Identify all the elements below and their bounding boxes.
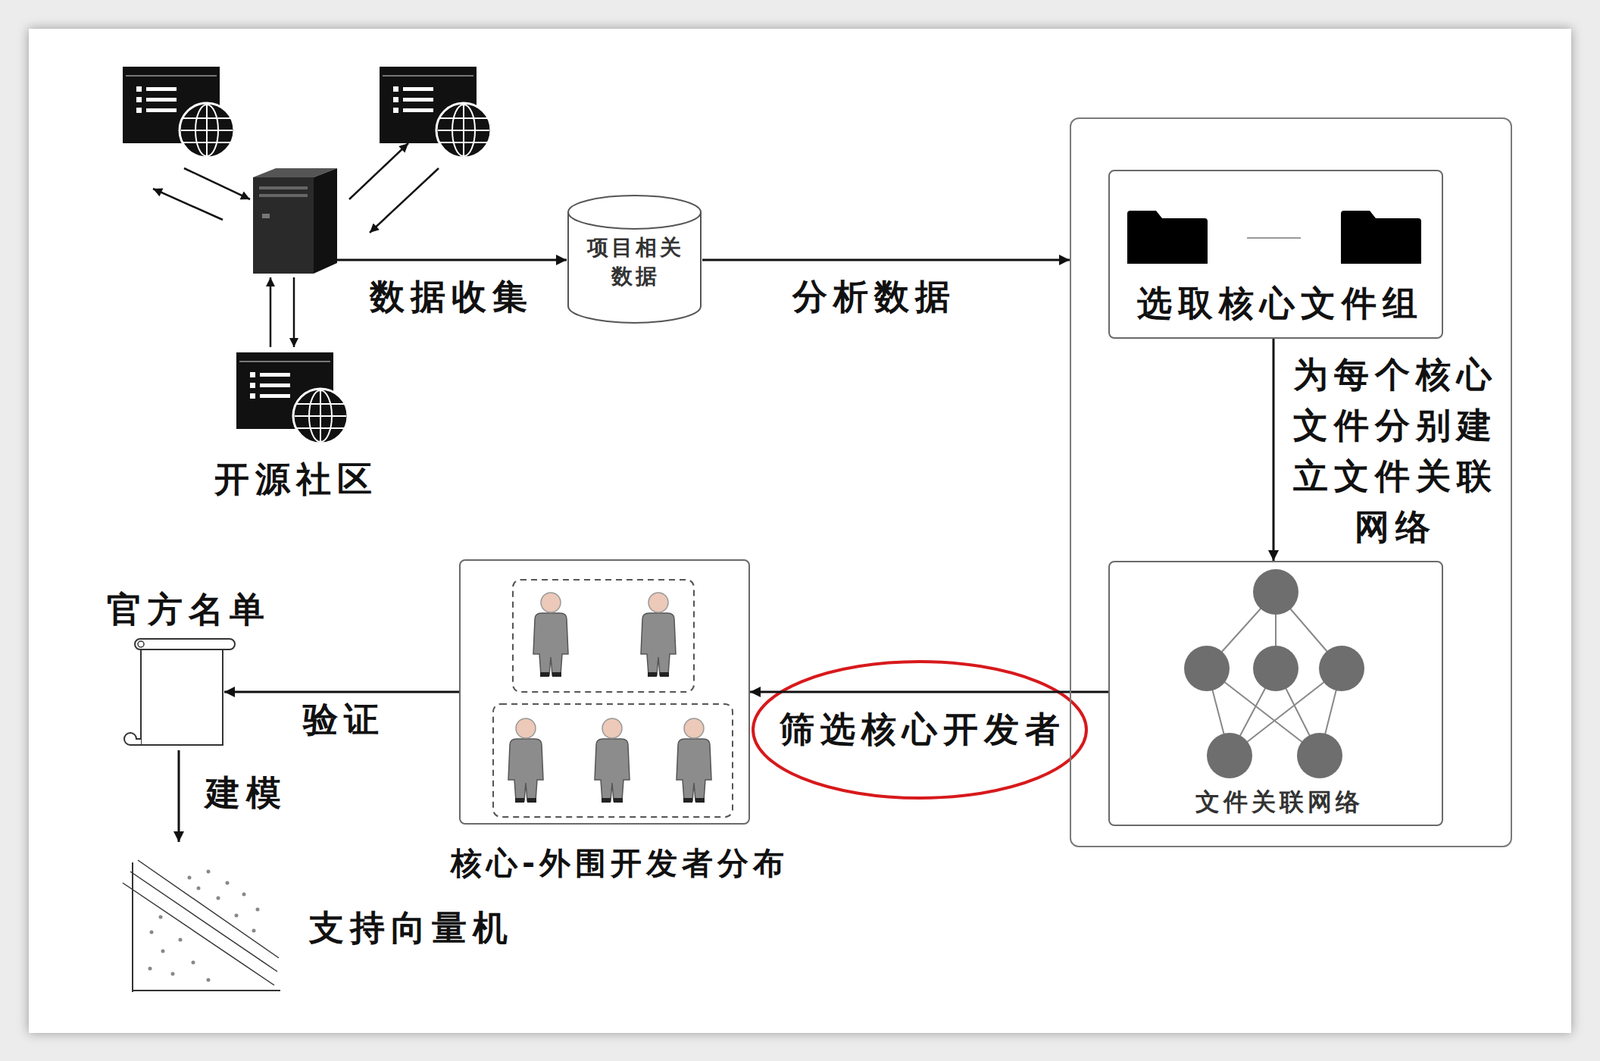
- node-text: 支持向量机: [303, 906, 514, 949]
- file-network-box: 文件关联网络: [1108, 560, 1444, 826]
- folder-icon: [1340, 210, 1422, 264]
- connector-arrow: [750, 690, 1109, 694]
- drawing-part: [134, 638, 235, 650]
- drawing-part: [594, 718, 630, 803]
- drawing-part: [122, 882, 275, 985]
- drawing-part: [269, 277, 272, 347]
- drawing-part: [150, 930, 154, 935]
- edge-label: 建模: [199, 771, 288, 814]
- monitor-icon: [236, 352, 348, 444]
- drawing-part: [512, 579, 694, 692]
- drawing-part: [153, 188, 223, 220]
- official-list-scroll: 官方名单: [134, 638, 225, 750]
- svm-plot-drawing: [122, 859, 281, 992]
- drawing-part: [1184, 645, 1230, 691]
- drawing-part: [130, 871, 278, 972]
- drawing-part: [137, 640, 144, 647]
- drawing-part: [234, 913, 239, 918]
- drawing-part: [242, 892, 247, 897]
- edge-label: 为每个核心文件分别建立文件关联网络: [1282, 349, 1503, 554]
- connector-arrow: [337, 259, 567, 262]
- edge-label: 筛选核心开发者: [773, 708, 1066, 750]
- drawing-part: [676, 718, 712, 803]
- drawing-part: [148, 869, 260, 982]
- drawing-part: [369, 168, 439, 233]
- core-file-group-box: 选取核心文件组: [1108, 169, 1444, 339]
- drawing-part: [187, 875, 192, 880]
- drawing-part: [184, 168, 250, 200]
- folder-icons: [1127, 210, 1422, 264]
- drawing-part: [1206, 732, 1253, 779]
- drawing-part: [132, 989, 281, 991]
- drawing-part: [256, 907, 260, 912]
- drawing-part: [252, 928, 257, 933]
- connector-arrow: [224, 690, 460, 694]
- monitor-icons: [122, 66, 491, 444]
- drawing-part: [1253, 568, 1299, 615]
- node-text: 项目相关 数据: [577, 233, 691, 291]
- folder-dash: [1246, 237, 1301, 239]
- drawing-part: [349, 143, 409, 200]
- drawing-part: [259, 193, 308, 197]
- edge-label: 验证: [296, 698, 385, 741]
- drawing-part: [259, 186, 308, 190]
- drawing-part: [196, 886, 201, 891]
- server-icon: [253, 168, 338, 274]
- developer-distribution-box: 核心-外围开发者分布: [459, 559, 750, 825]
- drawing-part: [313, 168, 338, 274]
- scroll-icon: [124, 638, 235, 745]
- node-text: 核心-外围开发者分布: [446, 844, 789, 883]
- drawing-part: [293, 277, 296, 347]
- drawing-part: [206, 869, 211, 874]
- drawing-part: [171, 971, 175, 976]
- developer-groups: [493, 579, 733, 817]
- drawing-part: [140, 645, 223, 745]
- node-text: 文件关联网络: [1191, 787, 1364, 816]
- network-graph: [1184, 568, 1365, 779]
- edge-label: 数据收集: [363, 275, 534, 318]
- drawing-part: [216, 896, 221, 900]
- drawing-part: [1253, 645, 1299, 691]
- folder-icon: [1127, 210, 1208, 264]
- drawing-part: [225, 881, 230, 885]
- monitor-icon: [122, 66, 235, 158]
- node-text: 选取核心文件组: [1131, 282, 1424, 325]
- connector-arrow: [178, 750, 181, 842]
- drawing-part: [1296, 732, 1343, 779]
- connector-arrow: [702, 259, 1070, 262]
- drawing-part: [1184, 568, 1365, 779]
- highlight-ellipse: [753, 661, 1087, 798]
- cylinder-top: [568, 195, 701, 229]
- edge-label: 分析数据: [786, 275, 957, 318]
- drawing-part: [253, 177, 314, 274]
- drawing-part: [206, 978, 211, 982]
- node-text: 官方名单: [100, 588, 271, 631]
- database-cylinder: 项目相关 数据: [566, 193, 703, 325]
- drawing-part: [262, 213, 270, 219]
- drawing-part: [124, 732, 141, 745]
- node-text: 开源社区: [208, 458, 379, 500]
- drawing-part: [1318, 645, 1365, 691]
- drawing-part: [191, 960, 196, 965]
- drawing-part: [159, 915, 163, 919]
- svm-plot: 支持向量机: [122, 841, 281, 995]
- drawing-part: [493, 703, 733, 817]
- drawing-part: [137, 859, 279, 958]
- drawing-part: [148, 966, 153, 971]
- drawing-part: [508, 718, 544, 803]
- monitor-icon: [379, 66, 491, 158]
- connector-arrow: [1272, 338, 1275, 561]
- drawing-part: [533, 592, 569, 677]
- drawing-part: [131, 862, 134, 992]
- drawing-part: [640, 592, 676, 677]
- drawing-part: [161, 949, 166, 954]
- drawing-part: [178, 937, 183, 942]
